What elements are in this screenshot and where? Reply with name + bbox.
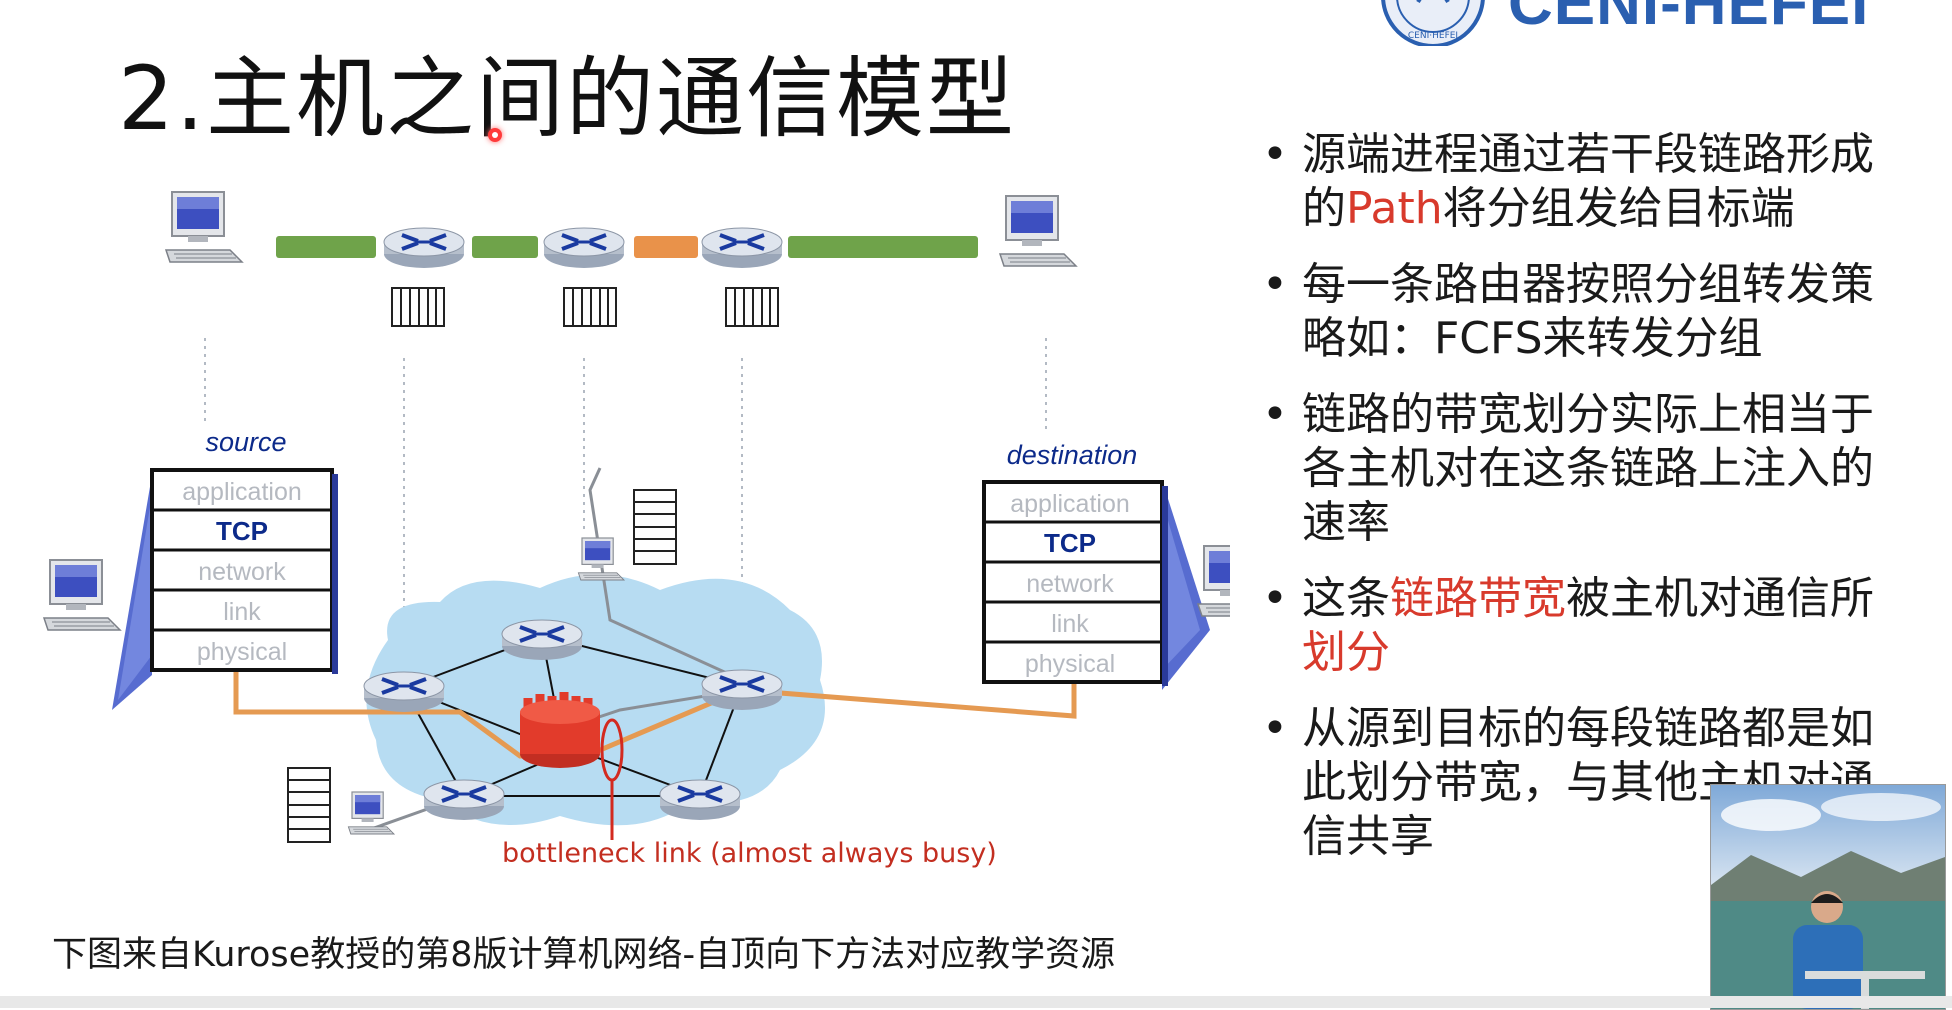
bullet-highlight: 划分	[1302, 627, 1390, 678]
computer-icon	[577, 537, 625, 581]
source-label: source	[205, 427, 286, 457]
layer-application: application	[182, 478, 302, 506]
bullet-highlight: 链路带宽	[1390, 573, 1566, 624]
queue-buffer-icon	[633, 489, 677, 565]
layer-link: link	[1051, 610, 1089, 638]
presenter-video[interactable]	[1710, 784, 1946, 1010]
queue-buffer-icon	[391, 287, 445, 327]
firewall-icon	[520, 692, 600, 768]
bullet-text: 链路的带宽划分实际上相当于各主机对在这条链路上注入的速率	[1302, 389, 1874, 548]
layer-application: application	[1010, 490, 1130, 518]
destination-stack: application TCP network link physical de…	[982, 440, 1230, 690]
layer-physical: physical	[197, 638, 287, 666]
link-segment-green	[788, 236, 978, 258]
top-path	[165, 191, 1077, 327]
bullet-text: 每一条路由器按照分组转发策略如：FCFS来转发分组	[1302, 259, 1874, 364]
link-segment-green	[472, 236, 538, 258]
bullet-item: 这条链路带宽被主机对通信所划分	[1262, 572, 1902, 680]
queue-buffer-icon	[287, 767, 331, 843]
layer-link: link	[223, 598, 261, 626]
bottleneck-label: bottleneck link (almost always busy)	[502, 838, 997, 869]
layer-tcp: TCP	[1044, 528, 1096, 558]
router-icon	[700, 226, 784, 270]
source-stack: application TCP network link physical so…	[43, 427, 338, 710]
guide-lines	[204, 338, 1047, 670]
destination-label: destination	[1007, 440, 1138, 470]
router-icon	[362, 670, 446, 714]
bullet-item: 从源到目标的每段链路都是如此划分带宽，与其他主机对通信共享	[1262, 702, 1902, 864]
link-segment-green	[276, 236, 376, 258]
slide-title: 2.主机之间的通信模型	[118, 47, 1016, 150]
bullet-text: 将分组发给目标端	[1442, 183, 1795, 234]
router-icon	[700, 668, 784, 712]
laser-pointer-dot	[488, 128, 502, 142]
bottom-scroll-bar	[0, 996, 1952, 1008]
bullet-item: 源端进程通过若干段链路形成的Path将分组发给目标端	[1262, 128, 1902, 236]
seal-text: CENI·HEFEI	[1408, 31, 1458, 41]
queue-buffer-icon	[725, 287, 779, 327]
bullet-text: 源端进程通过若干段链路形成的	[1302, 129, 1874, 234]
bullet-list: 源端进程通过若干段链路形成的Path将分组发给目标端 每一条路由器按照分组转发策…	[1262, 128, 1902, 886]
router-icon	[542, 226, 626, 270]
computer-icon	[347, 791, 395, 835]
router-icon	[500, 618, 584, 662]
network-diagram: bottleneck link (almost always busy) app…	[43, 191, 1230, 869]
layer-network: network	[1026, 570, 1114, 598]
logo-text: CENI-HEFEI	[1508, 0, 1870, 38]
bullet-text: 被主机对通信所	[1566, 573, 1874, 624]
figure-caption: 下图来自Kurose教授的第8版计算机网络-自顶向下方法对应教学资源	[52, 935, 1116, 975]
bullet-item: 链路的带宽划分实际上相当于各主机对在这条链路上注入的速率	[1262, 388, 1902, 550]
bullet-highlight: Path	[1346, 183, 1443, 234]
computer-icon	[43, 559, 121, 631]
bullet-text: 从源到目标的每段链路都是如此划分带宽，与其他主机对通信共享	[1302, 703, 1874, 862]
ceni-logo: CENI·HEFEI CENI-HEFEI	[1378, 0, 1952, 46]
layer-tcp: TCP	[216, 516, 268, 546]
ceni-seal-icon: CENI·HEFEI	[1381, 0, 1485, 46]
bullet-text: 这条	[1302, 573, 1390, 624]
layer-network: network	[198, 558, 286, 586]
bullet-item: 每一条路由器按照分组转发策略如：FCFS来转发分组	[1262, 258, 1902, 366]
computer-icon	[999, 195, 1077, 267]
router-icon	[422, 778, 506, 822]
computer-icon	[1197, 545, 1230, 617]
router-icon	[658, 778, 742, 822]
network-cloud	[366, 574, 825, 826]
computer-icon	[165, 191, 243, 263]
link-segment-orange	[634, 236, 698, 258]
layer-physical: physical	[1025, 650, 1115, 678]
queue-buffer-icon	[563, 287, 617, 327]
presenter-video-frame	[1711, 785, 1945, 1009]
router-icon	[382, 226, 466, 270]
